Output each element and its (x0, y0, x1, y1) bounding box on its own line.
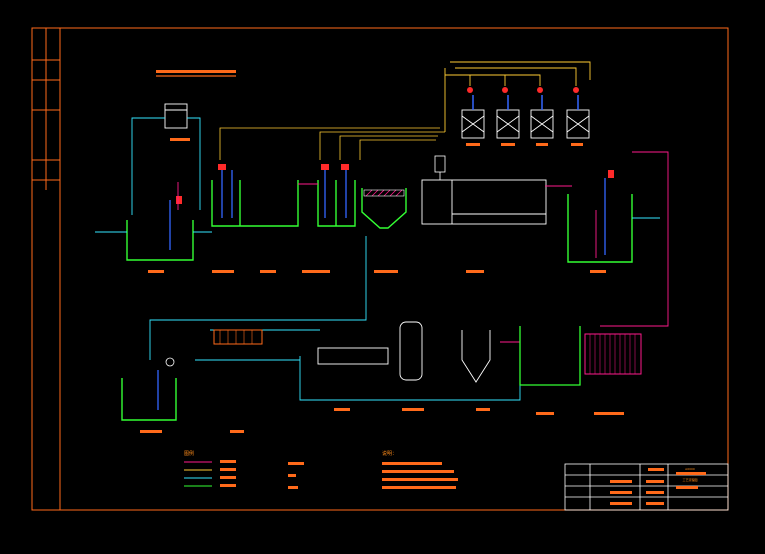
sludge-tank (121, 378, 177, 421)
chemical-tank-label (170, 138, 190, 141)
bio-tank (421, 179, 547, 225)
filter-press-plates (219, 330, 253, 344)
dosing-tag-row (156, 70, 236, 77)
legend-marks (220, 460, 304, 489)
sludge-return-lines (95, 217, 660, 401)
sludge-pump (165, 357, 175, 367)
title-block-marks (610, 468, 706, 505)
dosing-motor-shafts (472, 95, 579, 110)
lamella-box (363, 189, 405, 197)
title-block (564, 463, 729, 511)
lamella-packing (365, 189, 403, 197)
dosing-tanks (461, 109, 590, 139)
mbr-membranes (589, 334, 636, 374)
drawing-frame (31, 27, 729, 511)
title-block-code: A0000 (685, 467, 695, 471)
unit-labels (140, 270, 624, 433)
chemical-tank (164, 103, 188, 129)
motor-heads (176, 164, 614, 204)
dosing-tank-tags (466, 143, 583, 146)
filter-press (213, 329, 263, 345)
dosing-feed-lines (444, 61, 591, 132)
dosing-motors (467, 87, 579, 93)
legend-lines (184, 461, 212, 487)
notes-title: 说明： (382, 450, 397, 457)
process-tanks (126, 180, 633, 263)
mixers (157, 170, 606, 410)
chemical-dosing-lines (219, 127, 445, 160)
mbr-module (584, 333, 642, 375)
legend-title: 图例 (184, 450, 194, 457)
bio-tank-equipment (434, 155, 446, 180)
clean-water-line (131, 117, 201, 215)
filter-vessel (317, 321, 491, 383)
title-block-drawing-name: 工艺流程图 (682, 477, 697, 482)
notes-lines (382, 462, 458, 489)
waste-water-line (177, 151, 669, 343)
clarifier-frame (519, 326, 581, 386)
